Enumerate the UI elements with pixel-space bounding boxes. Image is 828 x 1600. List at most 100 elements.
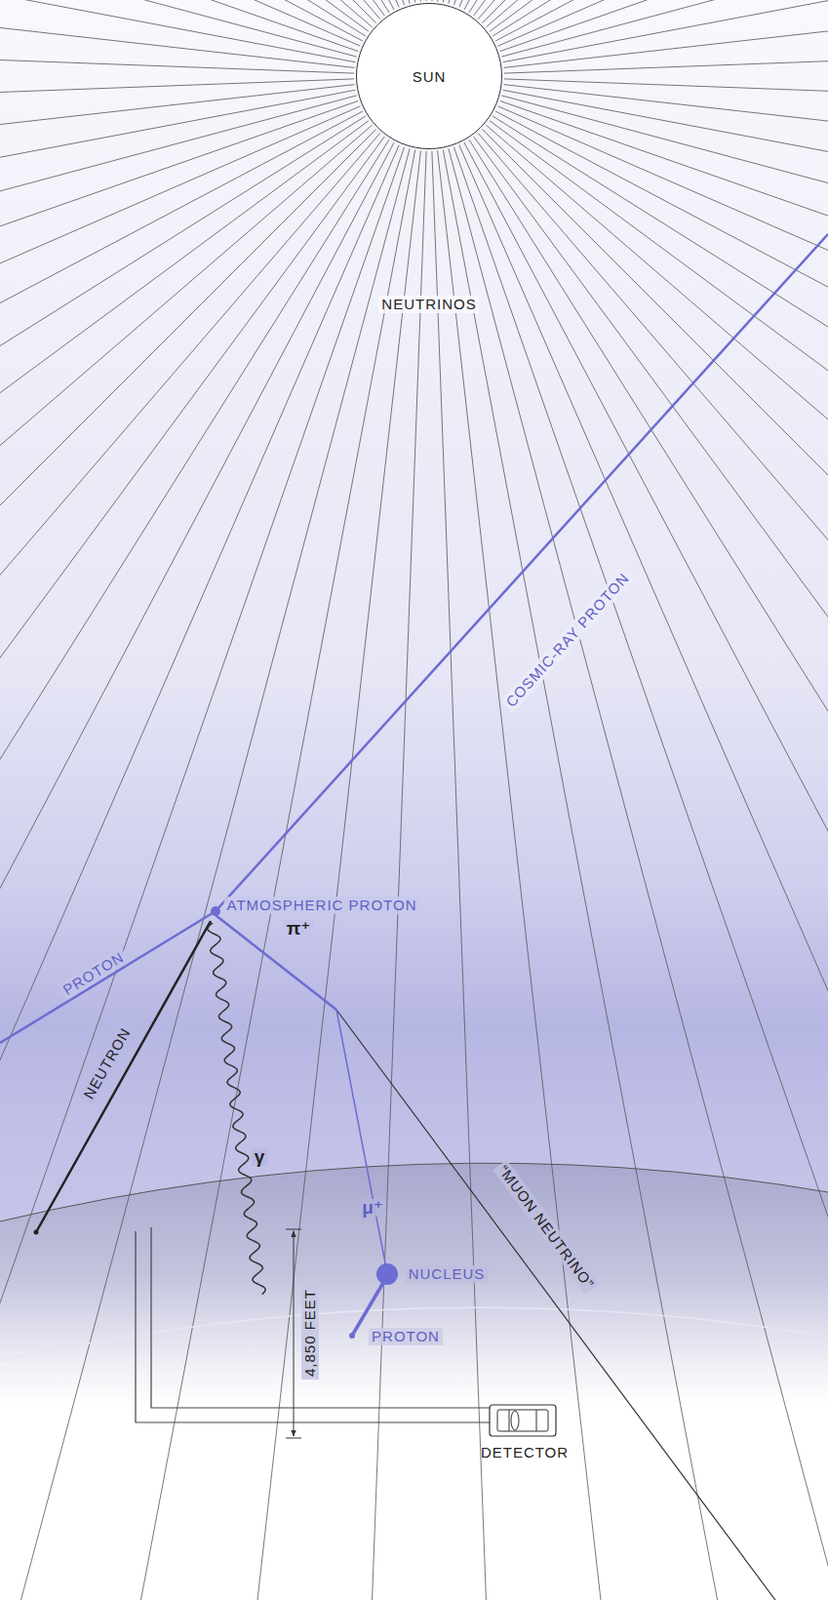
detector-label: DETECTOR <box>475 1443 574 1460</box>
neutrino-ray <box>432 151 524 1600</box>
neutrino-ray <box>0 142 395 1600</box>
neutrino-ray <box>492 116 828 1425</box>
neutrino-ray <box>0 116 366 1425</box>
neutrinos-label: NEUTRINOS <box>378 295 479 314</box>
nucleus-dot <box>376 1262 398 1285</box>
dimension-tick <box>285 1437 302 1439</box>
neutrino-ray <box>504 84 828 361</box>
neutrino-ray <box>504 0 828 68</box>
neutrino-ray <box>459 145 828 1600</box>
mine-shaft <box>135 1226 490 1422</box>
pion-track <box>215 914 337 1010</box>
neutrino-ray <box>0 0 416 2</box>
neutrino-ray <box>437 151 713 1600</box>
neutrino-ray <box>489 0 828 32</box>
detector-symbol <box>475 1398 574 1440</box>
neutrino-ray <box>442 150 828 1600</box>
neutrino-ray <box>473 0 828 16</box>
neutrino-ray <box>0 0 405 5</box>
cosmic-ray-track <box>215 234 828 911</box>
detector-unit: DETECTOR <box>475 1398 574 1460</box>
neutrino-ray <box>0 0 363 41</box>
neutrino-ray <box>0 78 355 171</box>
neutrino-ray <box>0 0 395 10</box>
neutrino-ray <box>0 100 358 913</box>
depth-dimension <box>293 1230 295 1436</box>
neutrino-ray <box>448 148 828 1600</box>
neutrino-ray <box>0 95 357 733</box>
particle-symbol: μ⁺ <box>358 1198 387 1217</box>
particle-label: NUCLEUS <box>405 1264 489 1283</box>
dimension-label: 4,850 FEET <box>301 1285 319 1380</box>
neutrino-ray <box>0 147 405 1600</box>
neutrino-ray <box>500 100 828 913</box>
proton-track <box>0 910 216 1043</box>
neutrino-ray <box>481 0 828 24</box>
neutrino-ray <box>0 148 410 1600</box>
neutrino-ray <box>0 145 399 1600</box>
neutrino-ray <box>0 139 390 1600</box>
neutrino-ray <box>489 120 828 1582</box>
neutrino-ray <box>0 0 385 16</box>
neutrino-ray <box>453 147 828 1600</box>
neutrino-ray <box>464 0 828 10</box>
neutrino-ray <box>334 0 427 1</box>
neutron-end <box>34 1229 40 1235</box>
neutrino-ray <box>0 0 358 52</box>
neutrino-ray <box>145 151 422 1600</box>
neutrino-ray <box>0 111 363 1262</box>
atmospheric-proton-dot <box>210 906 221 916</box>
earth-layer <box>0 1306 828 1361</box>
neutrino-ray <box>0 0 369 32</box>
neutrino-ray <box>0 0 390 13</box>
neutrino-ray <box>0 0 373 28</box>
neutrino-ray <box>442 0 828 2</box>
recoil-proton-track <box>352 1275 388 1336</box>
neutrino-ray <box>0 0 357 57</box>
neutrino-ray <box>0 0 355 68</box>
particle-label: ATMOSPHERIC PROTON <box>224 896 421 914</box>
neutrino-ray <box>0 128 377 1600</box>
neutrino-ray <box>503 0 828 63</box>
neutrino-ray <box>0 0 410 4</box>
earth-ground <box>0 1162 828 1600</box>
neutrino-ray <box>504 78 828 171</box>
muon-track <box>336 1009 387 1268</box>
neutrino-ray <box>145 0 422 2</box>
neutrino-ray <box>0 150 416 1600</box>
neutrino-ray <box>485 0 828 28</box>
neutrino-ray <box>492 0 828 37</box>
neutrino-ray <box>0 120 369 1582</box>
neutrino-ray <box>477 132 828 1600</box>
neutrino-ray <box>334 151 427 1600</box>
gamma-ray <box>207 922 266 1295</box>
neutrino-ray <box>0 89 355 548</box>
neutrino-ray <box>498 0 828 46</box>
neutrino-ray <box>0 106 360 1091</box>
neutrino-ray <box>432 0 524 1</box>
neutrino-ray <box>501 0 828 57</box>
neutrino-ray <box>0 0 360 46</box>
neutrino-ray <box>495 111 828 1262</box>
neutrino-ray <box>481 128 828 1600</box>
neutrino-ray <box>0 84 355 361</box>
neutrino-ray <box>0 132 381 1600</box>
neutrino-ray <box>485 124 828 1600</box>
neutrino-ray <box>0 0 355 74</box>
particle-label: PROTON <box>368 1327 443 1345</box>
sun-circle: SUN <box>355 2 503 150</box>
neutrino-ray <box>0 0 381 20</box>
neutrino-ray <box>495 0 828 41</box>
neutrino-ray <box>0 0 366 37</box>
dimension-tick <box>285 1228 302 1230</box>
recoil-proton-dot <box>349 1332 355 1339</box>
neutrino-ray <box>0 136 385 1600</box>
neutrino-ray <box>469 139 828 1600</box>
particle-symbol: γ <box>251 1147 269 1166</box>
neutrino-ray <box>0 0 399 7</box>
neutrino-ray <box>0 0 377 24</box>
neutrino-ray <box>504 0 828 74</box>
